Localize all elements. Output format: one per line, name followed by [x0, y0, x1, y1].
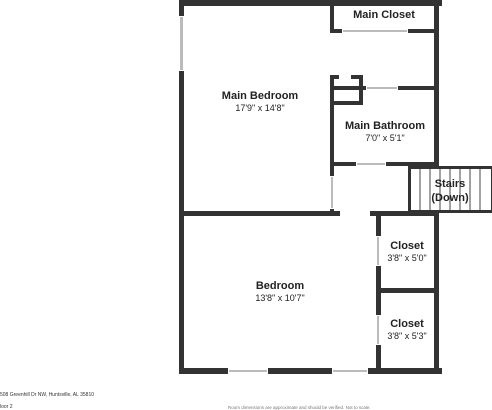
stairs-direction-label: (Down) — [431, 192, 469, 204]
main-bathroom-dims: 7'0" x 5'1" — [365, 133, 404, 143]
openings — [179, 16, 408, 374]
main-closet-label: Main Closet — [353, 9, 415, 21]
closet-2-dims: 3'8" x 5'3" — [387, 331, 426, 341]
closet-1-dims: 3'8" x 5'0" — [387, 253, 426, 263]
closet-1-label: Closet — [390, 240, 424, 252]
main-bathroom-label: Main Bathroom — [345, 120, 425, 132]
address-text: 508 Greenhill Dr NW, Huntsville, AL 3581… — [0, 392, 95, 398]
main-bedroom-dims: 17'9" x 14'8" — [235, 103, 284, 113]
closet-2-label: Closet — [390, 318, 424, 330]
bedroom-label: Bedroom — [256, 280, 305, 292]
stairs-steps — [419, 169, 481, 210]
stairs-label: Stairs — [435, 178, 466, 190]
floor-label: loor 2 — [0, 404, 13, 410]
bedroom-dims: 13'8" x 10'7" — [255, 293, 304, 303]
main-bedroom-label: Main Bedroom — [222, 90, 299, 102]
disclaimer-text: Room dimensions are approximate and shou… — [228, 405, 371, 410]
